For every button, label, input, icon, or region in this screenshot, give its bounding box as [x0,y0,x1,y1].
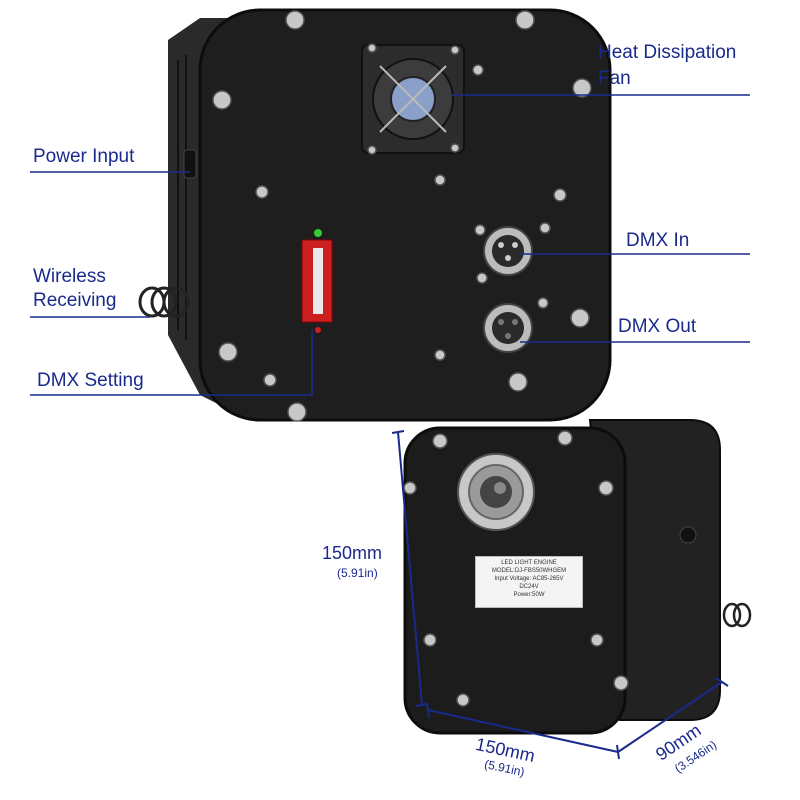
label-fan: Fan [598,68,631,89]
antenna-coil-icon [138,286,190,318]
power-port [183,149,197,179]
depth-dimension-line [617,681,723,753]
dim-height-imperial: (5.91in) [337,566,378,580]
leader-line-dmx-setting [30,330,313,396]
label-power-input: Power Input [33,146,135,167]
antenna-coil-icon [722,602,752,628]
nameplate-model: MODEL:DJ-FBS50WHGEM [491,568,567,574]
nameplate-title: LED LIGHT ENGINE [501,560,557,566]
power-port [679,526,697,544]
leader-lines [30,94,750,396]
dmx-out-connector [483,303,533,353]
fiber-port-icon [457,453,535,531]
screws [212,10,592,422]
label-heat-dissipation: Heat Dissipation [598,42,737,63]
label-dmx-in: DMX In [626,230,690,251]
label-wireless: Wireless [33,266,106,287]
nameplate-power: Power:50W [513,592,545,598]
status-led [314,229,322,237]
label-dmx-setting: DMX Setting [37,370,144,391]
width-dimension-line [427,709,619,753]
height-dimension-line [397,431,423,706]
label-dmx-out: DMX Out [618,316,697,337]
indicator-led [315,327,321,333]
fan-icon [361,44,465,154]
label-receiving: Receiving [33,290,117,311]
dimension-lines [391,430,729,760]
dip-switch [301,239,333,323]
nameplate: LED LIGHT ENGINE MODEL:DJ-FBS50WHGEM Inp… [475,556,583,608]
nameplate-input: Input Voltage: AC85-265V [494,576,564,582]
dmx-in-connector [483,226,533,276]
screws [403,430,629,707]
nameplate-dc: DC24V [519,584,539,590]
device-back-view [138,8,612,422]
dim-height-value: 150mm [322,543,383,563]
